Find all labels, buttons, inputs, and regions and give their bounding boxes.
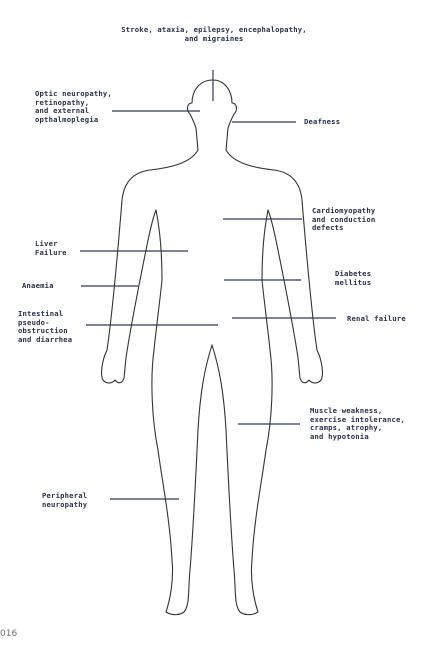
- label-cardiomyopathy: Cardiomyopathy and conduction defects: [312, 207, 375, 233]
- label-head-conditions: Stroke, ataxia, epilepsy, encephalopathy…: [102, 26, 326, 43]
- label-diabetes: Diabetes mellitus: [335, 270, 371, 287]
- label-anaemia: Anaemia: [22, 282, 54, 291]
- label-intestinal: Intestinal pseudo- obstruction and diarr…: [18, 310, 72, 344]
- label-liver-failure: Liver Failure: [35, 240, 67, 257]
- label-deafness: Deafness: [304, 118, 340, 127]
- label-renal-failure: Renal failure: [347, 315, 406, 324]
- label-peripheral-neuropathy: Peripheral neuropathy: [42, 492, 87, 509]
- label-eye-conditions: Optic neuropathy, retinopathy, and exter…: [35, 90, 112, 124]
- body-outline: [102, 80, 323, 615]
- label-muscle: Muscle weakness, exercise intolerance, c…: [310, 407, 405, 441]
- figure-code: 016: [0, 629, 17, 639]
